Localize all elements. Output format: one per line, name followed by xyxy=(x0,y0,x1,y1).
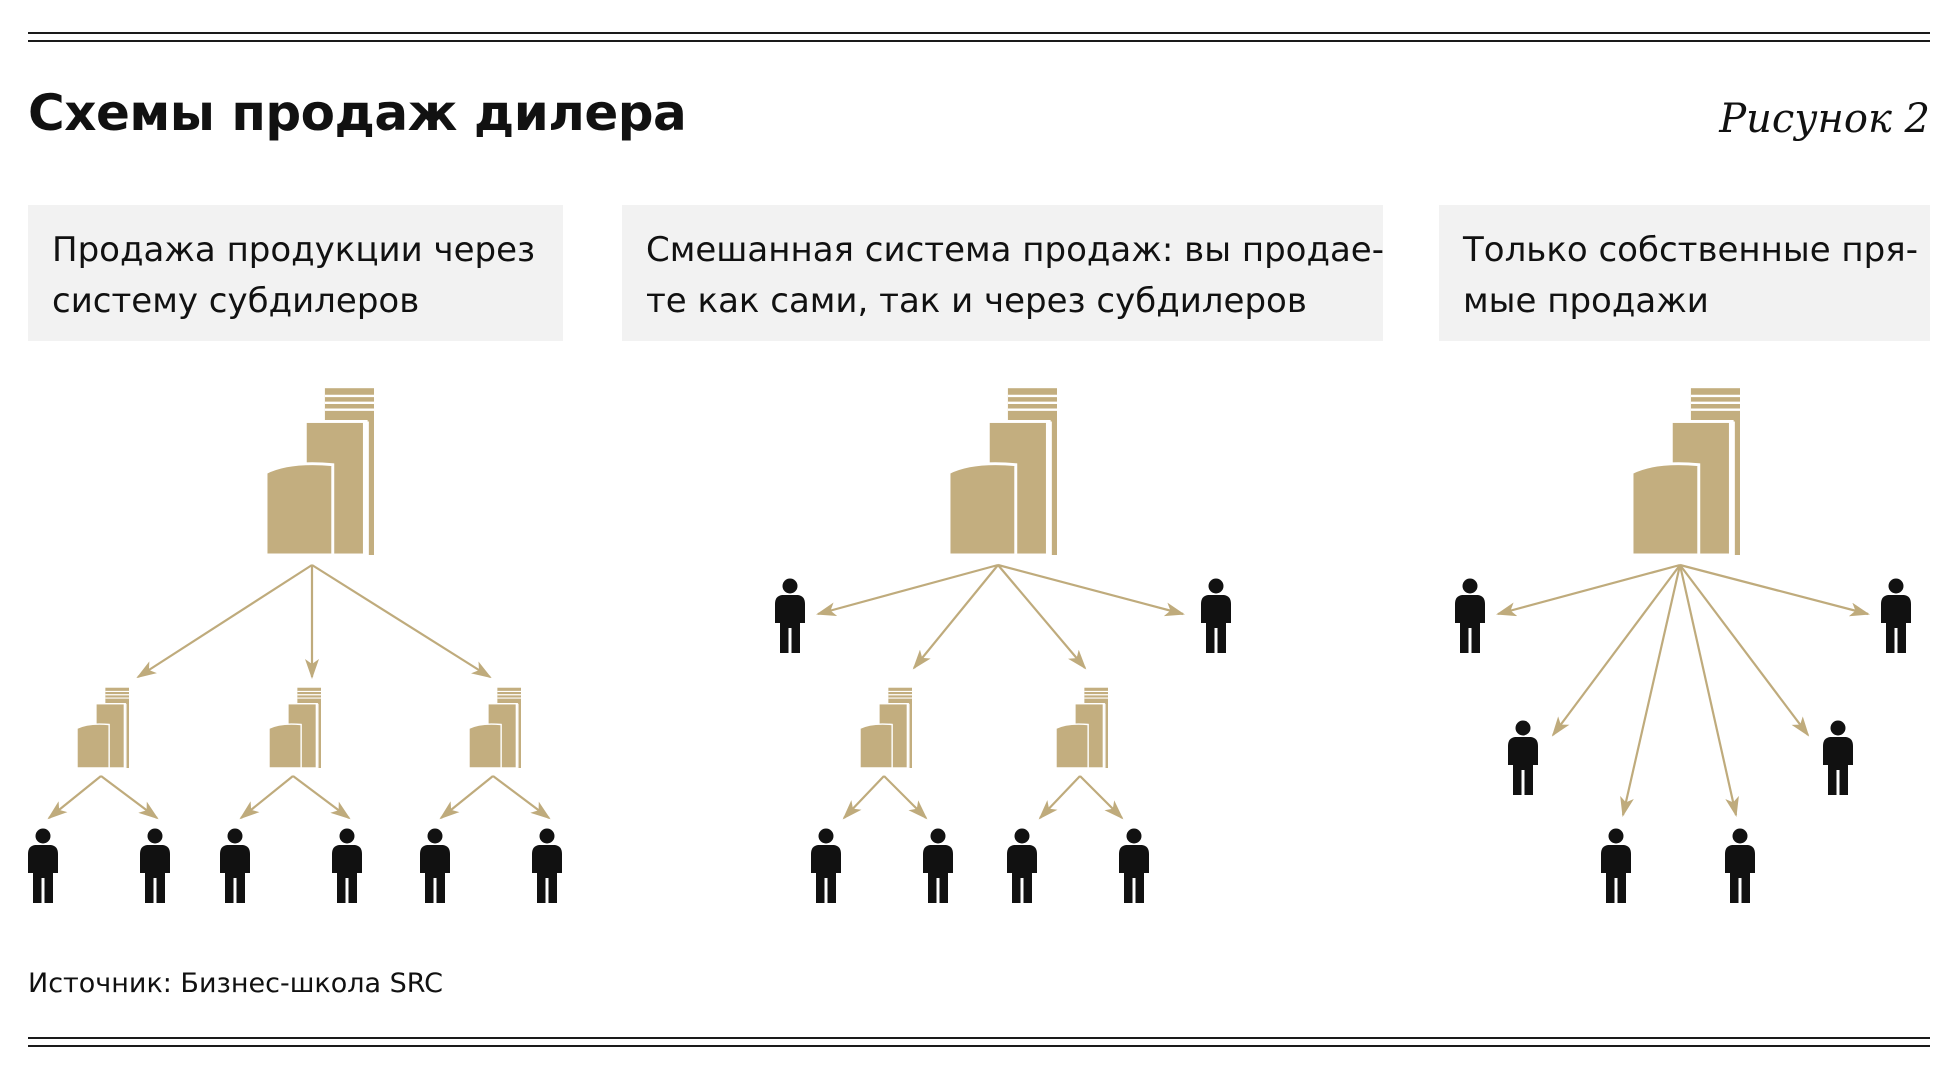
figure-label: Рисунок 2 xyxy=(1719,96,1930,142)
scheme-1-caption: Продажа продукции через систему субдилер… xyxy=(28,205,563,341)
arrow-dealer-to-customer xyxy=(1551,564,1681,737)
arrow-subdealer-to-customer xyxy=(439,775,494,820)
arrow-dealer-to-customer xyxy=(1496,563,1681,617)
arrow-subdealer-to-customer xyxy=(492,775,551,820)
scheme-2-caption-line: Смешанная система продаж: вы продае- xyxy=(646,230,1384,270)
customer-person-icon xyxy=(1881,578,1911,653)
scheme-1-caption-line: систему субдилеров xyxy=(52,281,420,321)
subdealer-building-icon xyxy=(77,687,129,768)
subdealer-building-icon xyxy=(860,687,912,768)
customer-person-icon xyxy=(28,828,58,903)
customer-person-icon xyxy=(1725,828,1755,903)
customer-person-icon xyxy=(923,828,953,903)
customer-person-icon xyxy=(1201,578,1231,653)
scheme-3-caption-line: Только собственные пря- xyxy=(1463,230,1918,270)
arrows-layer xyxy=(47,563,1870,820)
arrow-dealer-to-customer xyxy=(1679,564,1810,737)
subdealer-building-icon xyxy=(1056,687,1108,768)
arrow-subdealer-to-customer xyxy=(1038,775,1081,820)
arrow-dealer-to-customer xyxy=(816,563,999,617)
arrow-dealer-to-customer xyxy=(1620,564,1682,817)
customer-person-icon xyxy=(1007,828,1037,903)
bottom-rule-1 xyxy=(28,1037,1930,1039)
customer-person-icon xyxy=(811,828,841,903)
subdealer-building-icon xyxy=(269,687,321,768)
arrow-dealer-to-subdealer xyxy=(136,564,313,679)
scheme-1-caption-line: Продажа продукции через xyxy=(52,230,536,270)
customer-person-icon xyxy=(1455,578,1485,653)
arrow-dealer-to-subdealer xyxy=(912,564,999,670)
source-note: Источник: Бизнес-школа SRC xyxy=(28,968,444,999)
scheme-2-caption: Смешанная система продаж: вы продае- те … xyxy=(622,205,1384,341)
customer-person-icon xyxy=(1601,828,1631,903)
bottom-rule-2 xyxy=(28,1045,1930,1047)
page-title: Схемы продаж дилера xyxy=(28,84,687,142)
arrow-dealer-to-customer xyxy=(1679,563,1870,617)
arrow-subdealer-to-customer xyxy=(292,775,351,820)
dealer-building-icon xyxy=(266,388,374,556)
arrow-dealer-to-subdealer xyxy=(997,564,1087,670)
customer-person-icon xyxy=(220,828,250,903)
scheme-3-caption: Только собственные пря- мые продажи xyxy=(1439,205,1930,341)
top-rule-1 xyxy=(28,32,1930,34)
customer-person-icon xyxy=(1119,828,1149,903)
subdealer-building-icon xyxy=(469,687,521,768)
arrow-dealer-to-subdealer xyxy=(311,564,492,679)
dealer-building-icon xyxy=(1632,388,1740,556)
arrow-dealer-to-customer xyxy=(997,563,1185,617)
scheme-3-caption-line: мые продажи xyxy=(1463,281,1709,321)
dealer-building-icon xyxy=(949,388,1057,556)
scheme-2-caption-line: те как сами, так и через субдилеров xyxy=(646,281,1307,321)
arrow-subdealer-to-customer xyxy=(100,775,159,820)
arrow-subdealer-to-customer xyxy=(239,775,294,820)
customer-person-icon xyxy=(1823,720,1853,795)
arrow-subdealer-to-customer xyxy=(1079,775,1124,820)
customer-person-icon xyxy=(775,578,805,653)
arrow-dealer-to-customer xyxy=(1678,564,1739,817)
customer-person-icon xyxy=(532,828,562,903)
customer-person-icon xyxy=(1508,720,1538,795)
top-rule-2 xyxy=(28,40,1930,42)
arrow-subdealer-to-customer xyxy=(883,775,928,820)
arrow-subdealer-to-customer xyxy=(842,775,885,820)
customer-person-icon xyxy=(140,828,170,903)
arrow-subdealer-to-customer xyxy=(47,775,102,820)
buildings-layer xyxy=(77,388,1740,768)
customer-person-icon xyxy=(420,828,450,903)
customer-person-icon xyxy=(332,828,362,903)
